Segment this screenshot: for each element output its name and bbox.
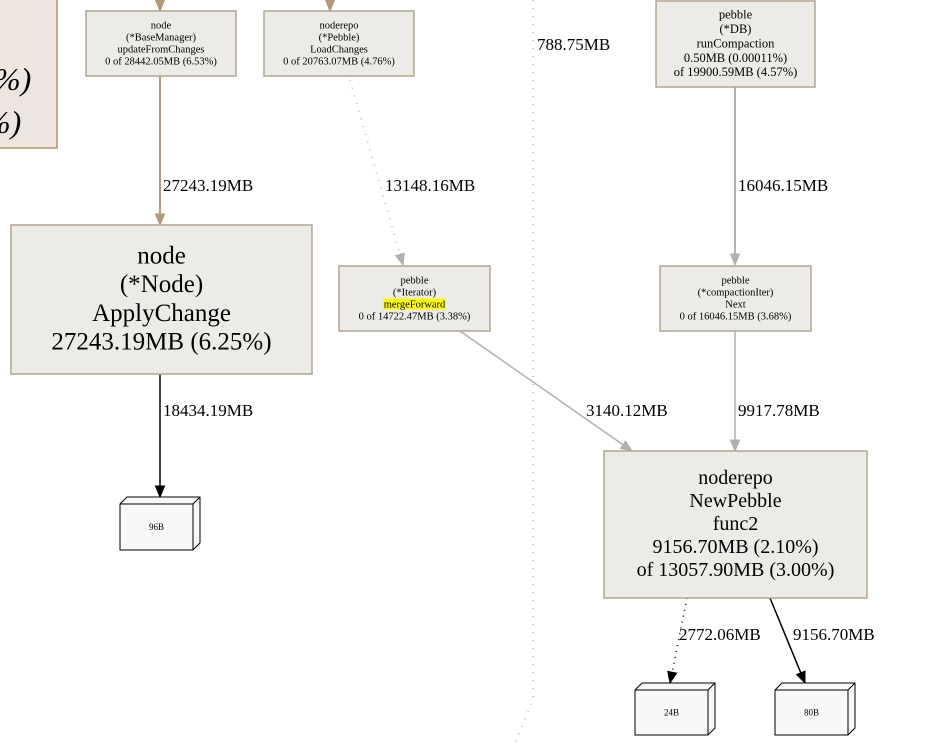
node-box xyxy=(263,10,415,77)
node-line: noderepo xyxy=(319,20,358,31)
node-box-80b[interactable]: 80B xyxy=(774,682,856,736)
node-line: (*DB) xyxy=(720,22,752,36)
arrowhead-icon xyxy=(795,670,806,685)
node-line: 0 of 28442.05MB (6.53%) xyxy=(105,57,217,68)
edge-line[interactable] xyxy=(349,79,401,255)
node-line: 27243.19MB (6.25%) xyxy=(51,329,271,356)
node-line: 0.50MB (0.00011%) xyxy=(684,51,787,65)
node-line: (*BaseManager) xyxy=(126,32,196,43)
node-line: runCompaction xyxy=(697,36,776,50)
node-line: (*compactionIter) xyxy=(698,287,774,298)
arrowhead-icon xyxy=(667,670,678,685)
node-line: Next xyxy=(725,299,745,310)
edge-base_to_apply[interactable]: 27243.19MB xyxy=(154,76,254,227)
arrowhead-icon xyxy=(729,439,741,453)
arrowhead-icon xyxy=(324,0,336,13)
node-label: 96B xyxy=(149,522,164,532)
edge-label: 13148.16MB xyxy=(385,176,475,195)
edge-in_load_changes[interactable] xyxy=(324,0,336,13)
node-line: node xyxy=(137,242,186,269)
node-box xyxy=(0,0,58,149)
edge-line[interactable] xyxy=(671,597,688,673)
node-line: of 13057.90MB (3.00%) xyxy=(637,559,835,581)
node-line: 0 of 14722.47MB (3.38%) xyxy=(359,312,471,323)
node-line: mergeForward xyxy=(384,299,446,310)
node-label: 24B xyxy=(664,708,679,718)
edge-compaction_to_iter[interactable]: 16046.15MB xyxy=(729,87,829,267)
node-load-changes[interactable]: noderepo(*Pebble)LoadChanges 0 of 20763.0… xyxy=(263,10,415,77)
node-box xyxy=(655,0,816,88)
edge-newpebble_to_80b[interactable]: 9156.70MB xyxy=(769,597,875,685)
box-shape xyxy=(634,682,716,736)
node-base-manager[interactable]: node(*BaseManager)updateFromChanges 0 of … xyxy=(85,10,237,77)
node-line: updateFromChanges xyxy=(118,44,205,55)
edge-label: 27243.19MB xyxy=(163,176,253,195)
edge-apply_to_96b[interactable]: 18434.19MB xyxy=(154,374,254,499)
arrowhead-icon xyxy=(154,213,166,227)
node-box xyxy=(338,265,491,332)
node-line: node xyxy=(151,20,172,31)
node-box xyxy=(659,265,812,332)
node-box-96b[interactable]: 96B xyxy=(119,496,201,551)
node-line: 9156.70MB (2.10%) xyxy=(652,536,818,558)
node-line: noderepo xyxy=(698,467,772,489)
node-label: 80B xyxy=(804,708,819,718)
node-line: (*Pebble) xyxy=(319,32,360,43)
node-partial[interactable]: %)%) xyxy=(0,0,58,149)
edge-label: 9156.70MB xyxy=(793,625,875,644)
node-line: func2 xyxy=(713,513,759,535)
edge-label: 3140.12MB xyxy=(586,401,668,420)
node-line: pebble xyxy=(722,275,750,286)
node-box xyxy=(85,10,237,77)
edge-label: 2772.06MB xyxy=(679,625,761,644)
edge-label: 18434.19MB xyxy=(163,401,253,420)
edge-newpebble_to_24b[interactable]: 2772.06MB xyxy=(667,597,761,685)
edge-in_base_manager[interactable] xyxy=(154,0,166,13)
box-shape xyxy=(119,496,201,551)
edge-label: 9917.78MB xyxy=(738,401,820,420)
node-line: ApplyChange xyxy=(92,300,231,327)
arrowhead-icon xyxy=(394,252,405,267)
node-line: %) xyxy=(0,104,21,140)
search-highlight xyxy=(383,298,446,310)
node-line: LoadChanges xyxy=(310,44,368,55)
node-line: pebble xyxy=(719,8,753,22)
edge-line[interactable] xyxy=(459,330,624,446)
node-compaction-iter[interactable]: pebble(*compactionIter)Next 0 of 16046.15… xyxy=(659,265,812,332)
edge-load_to_merge[interactable]: 13148.16MB xyxy=(349,79,475,267)
arrowhead-icon xyxy=(154,485,166,499)
node-line: (*Node) xyxy=(120,271,203,298)
node-line: NewPebble xyxy=(689,490,781,512)
node-line: %) xyxy=(0,61,31,97)
node-box xyxy=(603,450,868,599)
node-line: pebble xyxy=(401,275,429,286)
node-line: of 19900.59MB (4.57%) xyxy=(674,65,798,79)
edge-label: 788.75MB xyxy=(537,35,610,54)
edge-side_dotted[interactable]: 788.75MB xyxy=(514,0,610,743)
node-line: (*Iterator) xyxy=(393,287,437,298)
arrowhead-icon xyxy=(729,253,741,267)
arrowhead-icon xyxy=(619,440,634,452)
edge-merge_to_newpebble[interactable]: 3140.12MB xyxy=(459,330,668,452)
edge-line[interactable] xyxy=(769,597,802,674)
node-box xyxy=(10,224,313,375)
edge-label: 16046.15MB xyxy=(738,176,828,195)
node-line: 0 of 20763.07MB (4.76%) xyxy=(283,57,395,68)
node-merge-forward[interactable]: pebble(*Iterator)mergeForward 0 of 14722.… xyxy=(338,265,491,332)
arrowhead-icon xyxy=(154,0,166,13)
box-shape xyxy=(774,682,856,736)
node-line: 0 of 16046.15MB (3.68%) xyxy=(680,312,792,323)
node-box-24b[interactable]: 24B xyxy=(634,682,716,736)
edge-iter_to_newpebble[interactable]: 9917.78MB xyxy=(729,331,820,453)
